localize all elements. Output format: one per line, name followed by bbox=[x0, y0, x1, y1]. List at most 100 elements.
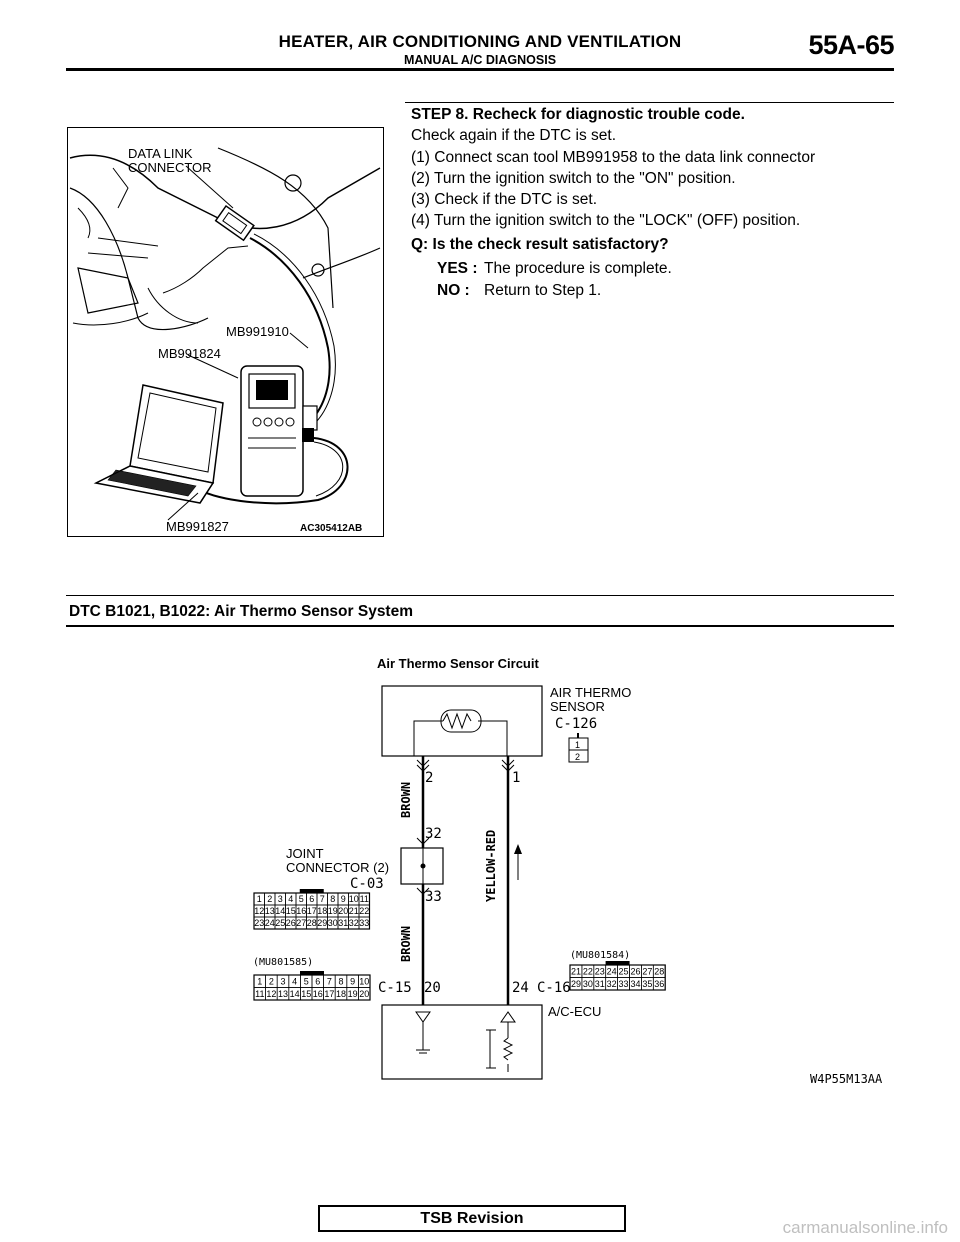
connector-pin-number: 4 bbox=[292, 977, 297, 987]
no-key: NO : bbox=[437, 282, 470, 299]
ecu-right-pin: 24 bbox=[512, 980, 529, 996]
connector-pin-number: 13 bbox=[265, 906, 275, 916]
mb991910-label: MB991910 bbox=[226, 324, 289, 339]
wire-right-pin: 1 bbox=[512, 770, 520, 786]
wire-left-color-lower: BROWN bbox=[399, 926, 413, 962]
ac-ecu-box bbox=[381, 1004, 543, 1080]
ecu-left-part-number: (MU801585) bbox=[253, 957, 313, 968]
connector-pin-number: 26 bbox=[630, 967, 640, 977]
connector-pin-number: 6 bbox=[315, 977, 320, 987]
wire-left-color: BROWN bbox=[399, 782, 413, 818]
connector-pin-number: 12 bbox=[254, 906, 264, 916]
connector-pin-number: 25 bbox=[619, 967, 629, 977]
connector-pin-number: 19 bbox=[348, 989, 358, 999]
connector-pin-number: 22 bbox=[583, 967, 593, 977]
connector-pin-number: 30 bbox=[328, 918, 338, 928]
joint-connector-id: C-03 bbox=[350, 876, 384, 892]
air-thermo-circuit-diagram: Air Thermo Sensor Circuit AIR THERMO SEN… bbox=[253, 656, 883, 1086]
connector-pin-number: 35 bbox=[642, 979, 652, 989]
connector-pin-number: 23 bbox=[254, 918, 264, 928]
wire-right-color: YELLOW-RED bbox=[484, 830, 498, 902]
connector-pin-number: 22 bbox=[359, 906, 369, 916]
connector-pin-number: 9 bbox=[350, 977, 355, 987]
sensor-box bbox=[381, 685, 543, 757]
header-subtitle: MANUAL A/C DIAGNOSIS bbox=[403, 53, 557, 67]
connector-pin-number: 5 bbox=[299, 894, 304, 904]
connector-pin-number: 28 bbox=[307, 918, 317, 928]
connector-pin-number: 6 bbox=[309, 894, 314, 904]
connector-latch bbox=[605, 961, 630, 965]
connector-pin-number: 2 bbox=[267, 894, 272, 904]
connector-pin-number: 12 bbox=[266, 989, 276, 999]
yes-key: YES : bbox=[437, 260, 478, 277]
connector-pin-number: 34 bbox=[630, 979, 640, 989]
connector-pin-number: 18 bbox=[336, 989, 346, 999]
connector-pin-number: 16 bbox=[313, 989, 323, 999]
section-title: DTC B1021, B1022: Air Thermo Sensor Syst… bbox=[69, 603, 413, 620]
step-line: (1) Connect scan tool MB991958 to the da… bbox=[411, 149, 816, 166]
connector-pin-number: 23 bbox=[595, 967, 605, 977]
sensor-pin: 1 bbox=[575, 740, 580, 750]
connector-cell bbox=[358, 916, 370, 930]
sensor-label-line2: SENSOR bbox=[550, 699, 605, 714]
connector-pin-number: 11 bbox=[360, 894, 369, 904]
connector-latch bbox=[300, 971, 324, 975]
dlc-label-line2: CONNECTOR bbox=[128, 160, 212, 175]
connector-pin-number: 21 bbox=[571, 967, 581, 977]
connector-pin-number: 1 bbox=[257, 894, 262, 904]
connector-pin-number: 8 bbox=[338, 977, 343, 987]
connector-pin-number: 9 bbox=[341, 894, 346, 904]
header-title: HEATER, AIR CONDITIONING AND VENTILATION bbox=[278, 32, 682, 51]
ecu-right-part-number: (MU801584) bbox=[570, 950, 630, 961]
connector-pin-number: 14 bbox=[275, 906, 285, 916]
scan-tool-illustration: DATA LINK CONNECTOR MB991910 MB991824 MB… bbox=[67, 127, 384, 537]
watermark: carmanualsonline.info bbox=[782, 1218, 948, 1237]
figure-code: AC305412AB bbox=[300, 523, 362, 534]
section-rule-bottom bbox=[66, 625, 894, 627]
sensor-label-line1: AIR THERMO bbox=[550, 685, 631, 700]
joint-pin-out: 33 bbox=[425, 889, 442, 905]
wire-left-pin: 2 bbox=[425, 770, 433, 786]
connector-pin-number: 25 bbox=[275, 918, 285, 928]
connector-pin-number: 26 bbox=[286, 918, 296, 928]
circuit-title: Air Thermo Sensor Circuit bbox=[377, 656, 539, 671]
connector-pin-number: 13 bbox=[278, 989, 288, 999]
connector-pin-number: 30 bbox=[583, 979, 593, 989]
no-answer: Return to Step 1. bbox=[484, 282, 602, 299]
yes-answer: The procedure is complete. bbox=[484, 260, 672, 277]
connector-pin-number: 27 bbox=[642, 967, 652, 977]
connector-cell bbox=[358, 987, 371, 1001]
sensor-connector-id: C-126 bbox=[555, 716, 597, 732]
connector-pin-number: 7 bbox=[320, 894, 325, 904]
connector-pin-number: 20 bbox=[359, 989, 369, 999]
connector-pin-number: 29 bbox=[571, 979, 581, 989]
step-rule bbox=[405, 102, 894, 103]
connector-pin-number: 14 bbox=[290, 989, 300, 999]
connector-pin-number: 10 bbox=[359, 977, 369, 987]
tsb-revision-box: TSB Revision bbox=[318, 1205, 626, 1232]
circuit-code: W4P55M13AA bbox=[810, 1072, 883, 1086]
header-rule bbox=[66, 68, 894, 71]
connector-pin-number: 15 bbox=[286, 906, 296, 916]
connector-pin-number: 17 bbox=[307, 906, 317, 916]
step-line: (2) Turn the ignition switch to the "ON"… bbox=[411, 170, 736, 187]
step-line: Check again if the DTC is set. bbox=[411, 127, 617, 144]
connector-pin-number: 11 bbox=[255, 989, 264, 999]
connector-pin-number: 19 bbox=[328, 906, 338, 916]
scan-tool-drawing: DATA LINK CONNECTOR MB991910 MB991824 MB… bbox=[69, 146, 381, 534]
sensor-pin: 2 bbox=[575, 752, 580, 762]
connector-pin-number: 36 bbox=[654, 979, 664, 989]
step-line: (3) Check if the DTC is set. bbox=[411, 191, 598, 208]
connector-pin-number: 31 bbox=[595, 979, 605, 989]
connector-pin-number: 33 bbox=[619, 979, 629, 989]
connector-latch bbox=[299, 889, 324, 893]
dlc-label-line1: DATA LINK bbox=[128, 146, 193, 161]
connector-pin-number: 7 bbox=[327, 977, 332, 987]
step-title: STEP 8. Recheck for diagnostic trouble c… bbox=[411, 106, 745, 123]
ac-ecu-label: A/C-ECU bbox=[548, 1004, 601, 1019]
connector-pin-number: 31 bbox=[338, 918, 348, 928]
connector-pin-number: 28 bbox=[654, 967, 664, 977]
connector-pin-number: 15 bbox=[301, 989, 311, 999]
